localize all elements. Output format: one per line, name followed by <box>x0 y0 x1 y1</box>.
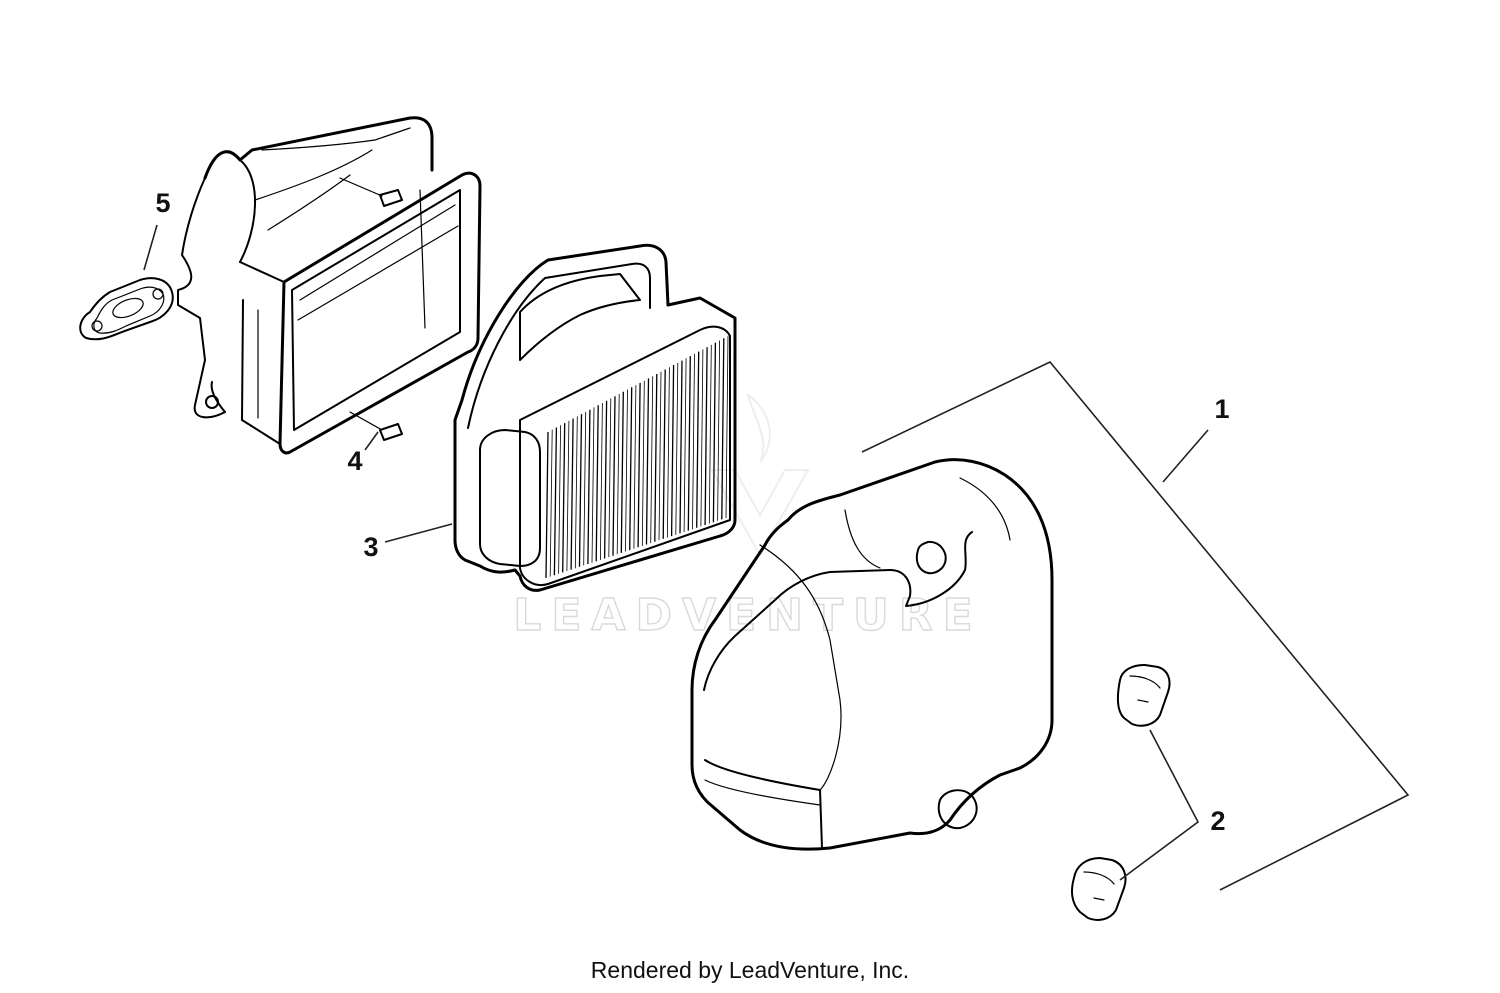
filter-pleats <box>545 335 729 579</box>
filter-pleat-line <box>603 400 608 559</box>
filter-pleat-line <box>620 391 624 553</box>
leader-1 <box>1162 429 1209 483</box>
filter-pleat-line <box>629 387 633 551</box>
filter-pleat-line <box>658 371 662 541</box>
filter-pleat-line <box>721 338 725 520</box>
filter-pleat-line <box>696 351 700 528</box>
callout-5[interactable]: 5 <box>155 188 170 218</box>
part-air-filter <box>453 243 737 592</box>
part-air-cleaner-base <box>177 116 482 455</box>
filter-pleat-line <box>700 349 704 527</box>
part-gasket <box>79 277 174 341</box>
leader-3 <box>384 523 453 543</box>
filter-pleat-line <box>645 378 650 545</box>
filter-pleat-line <box>612 396 616 556</box>
filter-pleat-line <box>708 344 712 524</box>
callout-4[interactable]: 4 <box>347 446 362 476</box>
watermark-text: LEADVENTURE <box>513 590 982 641</box>
filter-pleat-line <box>654 373 658 542</box>
filter-pleat-line <box>562 423 566 573</box>
filter-pleat-line <box>549 429 553 577</box>
filter-pleat-line <box>553 427 558 576</box>
leader-lines <box>143 224 1410 891</box>
filter-pleat-line <box>662 369 666 539</box>
callout-1[interactable]: 1 <box>1214 394 1229 424</box>
filter-pleat-line <box>679 360 683 534</box>
filter-pleat-line <box>683 358 687 533</box>
filter-pleat-line <box>625 389 628 552</box>
callout-2[interactable]: 2 <box>1210 806 1225 836</box>
filter-pleat-line <box>650 376 654 544</box>
filter-pleat-line <box>566 420 570 572</box>
part-knob-upper <box>1116 664 1171 727</box>
filter-pleat-line <box>641 380 645 546</box>
filter-pleat-line <box>670 364 675 537</box>
filter-pleat-line <box>587 409 591 565</box>
filter-pleat-line <box>633 385 637 549</box>
filter-pleat-line <box>675 362 679 535</box>
filter-pleat-line <box>545 431 549 579</box>
filter-pleat-line <box>558 425 561 574</box>
leader-bracket-1 <box>861 361 1410 891</box>
filter-pleat-line <box>712 342 717 523</box>
filter-pleat-line <box>578 414 583 567</box>
filter-pleat-line <box>725 335 729 519</box>
filter-pleat-line <box>704 347 708 526</box>
footer-credit: Rendered by LeadVenture, Inc. <box>591 957 909 983</box>
filter-pleat-line <box>583 411 587 566</box>
part-knob-lower <box>1071 857 1127 921</box>
filter-pleat-line <box>608 398 612 558</box>
filter-pleat-line <box>717 340 720 521</box>
leader-5 <box>143 224 158 271</box>
filter-pleat-line <box>692 353 695 530</box>
filter-pleat-line <box>570 418 574 570</box>
filter-pleat-line <box>600 402 603 560</box>
part-air-cleaner-cover <box>690 458 1054 851</box>
callout-3[interactable]: 3 <box>363 532 378 562</box>
filter-pleat-line <box>637 382 641 548</box>
leader-2 <box>1119 729 1200 881</box>
filter-pleat-line <box>574 416 578 569</box>
filter-pleat-line <box>591 407 595 563</box>
filter-pleat-line <box>667 367 670 538</box>
leader-4 <box>364 431 379 451</box>
filter-pleat-line <box>616 393 620 555</box>
filter-pleat-line <box>687 356 691 531</box>
filter-pleat-line <box>595 405 599 562</box>
